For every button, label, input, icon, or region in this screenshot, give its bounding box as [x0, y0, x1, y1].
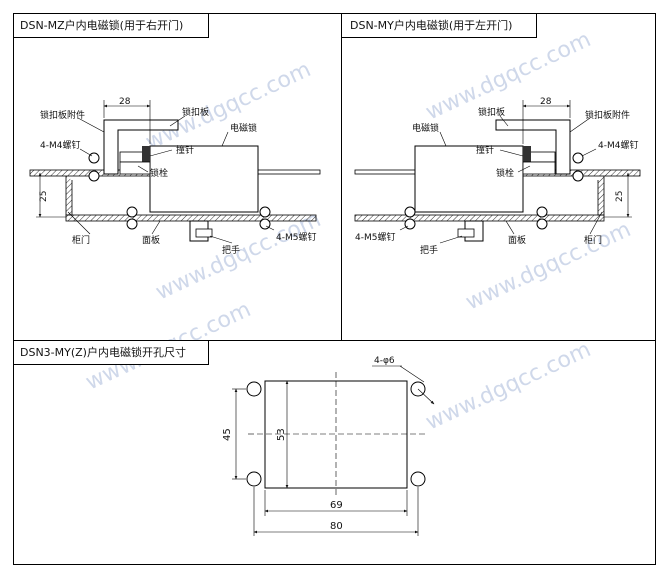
panel-title-box — [341, 13, 537, 38]
striker-head — [523, 146, 531, 168]
screw-m5 — [536, 218, 548, 230]
dim-width: 28 — [540, 97, 552, 107]
screw-m5 — [126, 206, 138, 218]
lock-bracket — [495, 119, 571, 175]
screw-m4 — [572, 152, 584, 164]
cutout-rect — [264, 380, 408, 489]
watermark: www.dgqcc.com — [422, 27, 595, 125]
mount-hole — [410, 471, 426, 487]
label-lock-bolt: 锁栓 — [150, 167, 168, 179]
label-screw-m4: 4-M4螺钉 — [598, 140, 638, 151]
label-screw-m4: 4-M4螺钉 — [40, 140, 80, 151]
panel-title: DSN-MZ户内电磁锁(用于右开门) — [20, 18, 183, 32]
panel-title: DSN-MY户内电磁锁(用于左开门) — [350, 18, 512, 32]
label-screw-m5: 4-M5螺钉 — [355, 232, 395, 243]
label-cabinet-door: 柜门 — [584, 234, 602, 246]
lock-bolt — [119, 161, 151, 175]
label-lock-plate-attachment: 锁扣板附件 — [585, 109, 630, 121]
watermark: www.dgqcc.com — [462, 217, 635, 315]
label-em-lock: 电磁锁 — [412, 122, 439, 134]
panel-title-box — [13, 340, 209, 365]
dim-h-inner: 53 — [276, 428, 287, 441]
screw-m5 — [404, 206, 416, 218]
dim-w-outer: 80 — [330, 521, 343, 532]
door-edge — [597, 176, 605, 216]
label-screw-m5: 4-M5螺钉 — [276, 232, 316, 243]
panel-my: DSN-MY户内电磁锁(用于左开门) — [341, 13, 641, 256]
label-lock-plate: 锁扣板 — [478, 106, 505, 118]
screw-m5 — [536, 206, 548, 218]
mz-drawing: 28 25 锁扣板附件 锁扣板 电磁锁 撞针 4-M4螺钉 锁栓 柜门 面板 把… — [29, 97, 321, 256]
watermark: www.dgqcc.com — [152, 207, 325, 305]
label-lock-plate: 锁扣板 — [182, 106, 209, 118]
screw-m5 — [126, 218, 138, 230]
panel-cutout: DSN3-MY(Z)户内电磁锁开孔尺寸 4-φ6 45 53 — [13, 340, 435, 536]
lock-body — [149, 145, 259, 213]
screw-m4 — [572, 170, 584, 182]
screw-m4 — [88, 170, 100, 182]
lock-body — [414, 145, 524, 213]
mount-hole — [246, 471, 262, 487]
my-drawing: 28 25 锁扣板 电磁锁 撞针 锁扣板附件 4-M4螺钉 锁栓 4-M5螺钉 … — [354, 97, 641, 256]
mount-hole — [246, 381, 262, 397]
panel-title-box — [13, 13, 209, 38]
label-face-panel: 面板 — [508, 234, 526, 246]
dim-w-inner: 69 — [330, 500, 343, 511]
label-face-panel: 面板 — [142, 234, 160, 246]
label-em-lock: 电磁锁 — [230, 122, 257, 134]
cutout-drawing: 4-φ6 45 53 69 80 — [222, 356, 435, 536]
holes-label: 4-φ6 — [374, 356, 395, 366]
label-cabinet-door: 柜门 — [72, 234, 90, 246]
label-handle: 把手 — [222, 244, 240, 256]
face-panel — [65, 214, 317, 222]
handle-knob — [457, 228, 475, 238]
handle-knob — [195, 228, 213, 238]
dim-h-outer: 45 — [222, 428, 233, 441]
dim-width: 28 — [119, 97, 131, 107]
door-edge — [65, 176, 73, 216]
dim-height: 25 — [615, 191, 625, 202]
screw-m4 — [88, 152, 100, 164]
label-striker: 撞针 — [476, 144, 494, 156]
label-striker: 撞针 — [176, 144, 194, 156]
dim-height: 25 — [39, 191, 49, 202]
watermark: www.dgqcc.com — [422, 337, 595, 435]
panel-mz: DSN-MZ户内电磁锁(用于右开门) — [13, 13, 321, 256]
panel-title: DSN3-MY(Z)户内电磁锁开孔尺寸 — [20, 345, 186, 359]
screw-m5 — [259, 206, 271, 218]
label-handle: 把手 — [420, 244, 438, 256]
label-lock-plate-attachment: 锁扣板附件 — [40, 109, 85, 121]
watermark: www.dgqcc.com — [142, 57, 315, 155]
screw-m5 — [404, 218, 416, 230]
lock-bolt — [522, 161, 556, 175]
label-lock-bolt: 锁栓 — [496, 167, 514, 179]
striker-head — [142, 146, 150, 168]
face-panel — [354, 214, 605, 222]
watermarks: www.dgqcc.com www.dgqcc.com www.dgqcc.co… — [82, 27, 635, 435]
